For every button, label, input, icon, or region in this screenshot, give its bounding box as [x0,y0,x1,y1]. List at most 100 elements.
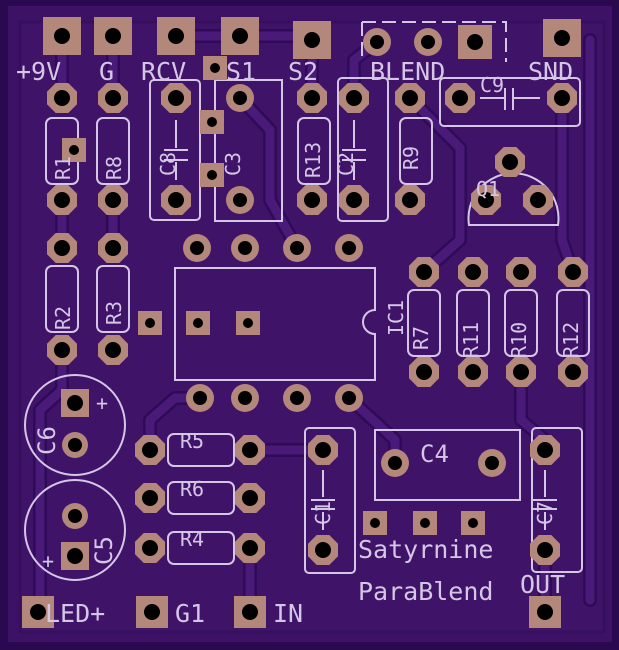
drill-hole [242,604,258,620]
drill-hole [68,509,82,523]
drill-hole [554,90,570,106]
drill-hole [513,264,529,280]
label-out: OUT [520,570,565,599]
component-labels: R1 R8 C8 C3 R13 C2 R9 C9 Q1 R2 R3 IC1 R7… [33,73,583,606]
label-r10: R10 [507,322,531,358]
drill-hole [370,518,380,528]
drill-hole [416,364,432,380]
drill-hole [105,240,121,256]
drill-hole [30,604,46,620]
drill-hole [243,318,253,328]
drill-hole [54,240,70,256]
drill-hole [502,154,518,170]
silkscreen-outlines [24,21,590,581]
title-line1: Satyrnine [358,535,493,564]
drill-hole [416,264,432,280]
c5-plus: + [42,549,54,573]
label-ic1: IC1 [384,300,408,336]
label-r6: R6 [180,477,204,501]
drill-hole [142,540,158,556]
drill-hole [233,91,247,105]
drill-hole [554,30,570,46]
label-r2: R2 [51,306,75,330]
label-send1: S1 [226,57,256,86]
drill-hole [210,63,220,73]
drill-hole [537,542,553,558]
label-send2: S2 [288,57,318,86]
drill-hole [144,604,160,620]
drill-hole [530,192,546,208]
drill-hole [233,193,247,207]
label-c3: C3 [221,152,245,176]
label-in: IN [273,599,303,628]
drill-hole [452,90,468,106]
drill-hole [402,192,418,208]
label-c6: C6 [33,426,61,455]
title-line2: ParaBlend [358,577,493,606]
drill-hole [238,241,252,255]
drill-hole [105,28,121,44]
label-c4: C4 [420,440,449,468]
label-r1: R1 [51,156,75,180]
drill-hole [346,192,362,208]
drill-hole [232,28,248,44]
label-r7: R7 [409,326,433,350]
drill-hole [54,342,70,358]
drill-hole [370,35,384,49]
drill-hole [290,391,304,405]
drill-hole [142,442,158,458]
drill-hole [142,490,158,506]
label-r11: R11 [459,322,483,358]
drill-hole [342,391,356,405]
drill-hole [105,342,121,358]
label-c7: C7 [533,501,557,525]
drill-hole [465,364,481,380]
label-r13: R13 [301,142,325,178]
drill-hole [315,442,331,458]
drill-hole [207,170,217,180]
drill-hole [105,90,121,106]
label-q1: Q1 [476,177,500,201]
drill-hole [242,540,258,556]
drill-hole [168,90,184,106]
drill-hole [190,241,204,255]
drill-hole [388,456,402,470]
drill-hole [342,241,356,255]
drill-hole [346,90,362,106]
drill-hole [168,28,184,44]
drill-hole [68,438,82,452]
drill-hole [242,490,258,506]
drill-hole [465,264,481,280]
label-r12: R12 [559,322,583,358]
drill-hole [54,28,70,44]
label-power: +9V [16,57,61,86]
label-receive: RCV [141,57,186,86]
label-c2: C2 [334,152,358,176]
drill-hole [193,318,203,328]
label-r9: R9 [399,146,423,170]
label-r8: R8 [102,156,126,180]
drill-hole [69,145,79,155]
ground-pour [18,20,606,634]
label-ground: G [99,57,114,86]
drill-hole [242,442,258,458]
drill-hole [468,518,478,528]
drill-hole [290,241,304,255]
label-g1: G1 [175,599,205,628]
label-c9: C9 [480,73,504,97]
drill-hole [207,117,217,127]
drill-hole [402,90,418,106]
drill-hole [304,192,320,208]
drill-hole [168,192,184,208]
drill-hole [513,364,529,380]
drill-hole [67,548,83,564]
drill-hole [420,518,430,528]
connector-labels: +9V G RCV S1 S2 BLEND SND LED+ G1 IN OUT [16,57,573,628]
label-c5: C5 [90,536,118,565]
drill-hole [467,34,483,50]
drill-hole [238,391,252,405]
label-snd: SND [528,57,573,86]
pads [22,17,588,628]
label-c8: C8 [156,152,180,176]
